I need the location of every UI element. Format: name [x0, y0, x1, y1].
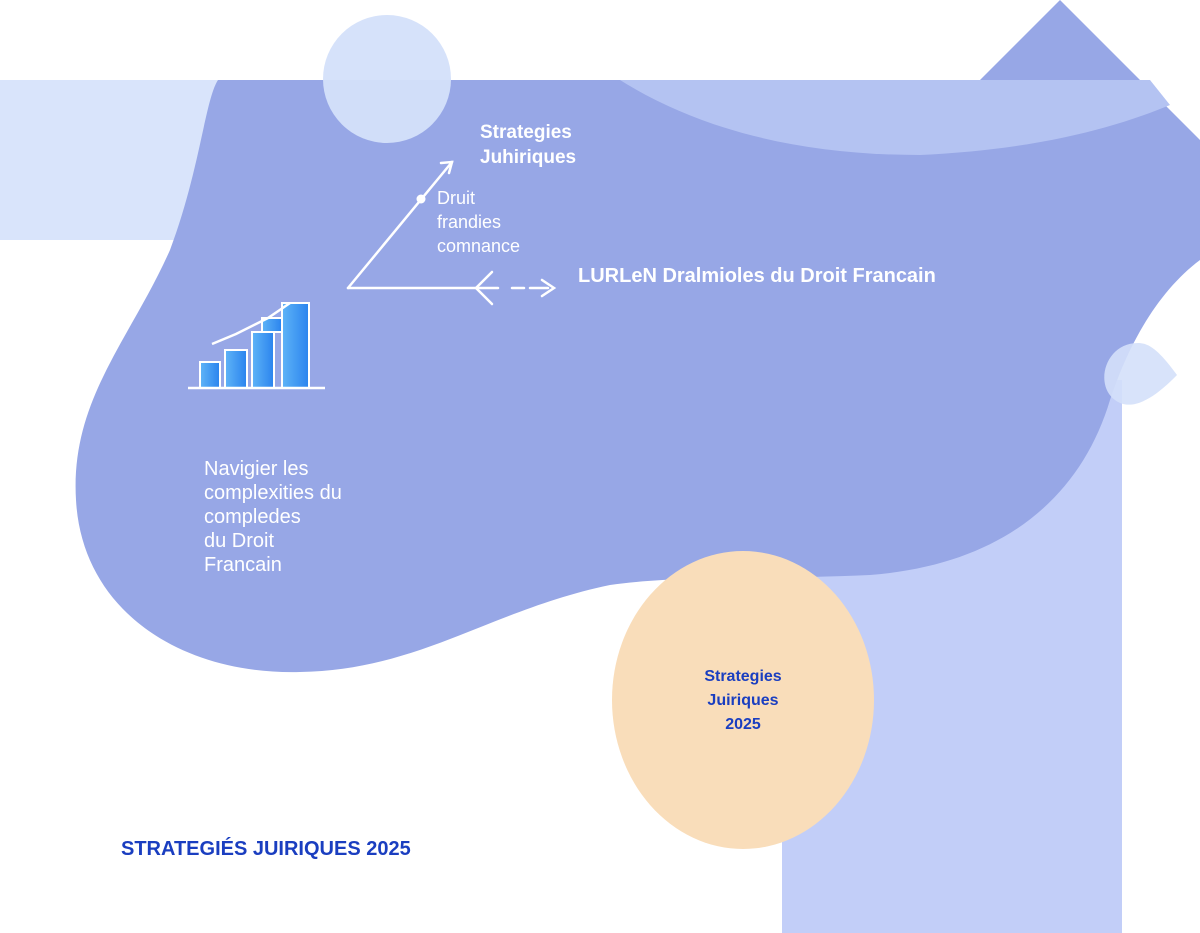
label-strategies-top: Strategies Juhiriques [480, 122, 577, 168]
label-left-body: Navigier les complexities du compledes d… [204, 458, 342, 576]
arrow-diagonal-icon [346, 160, 454, 290]
blob-top-wave [620, 80, 1170, 155]
main-blob [75, 0, 1200, 673]
label-droit-middle: Druit frandies comnance [437, 188, 521, 256]
label-right-heading: LURLeN Dralmioles du Droit Francain [578, 265, 936, 287]
teardrop-shape [1104, 343, 1177, 405]
footer-title: STRATEGIÉS JUIRIQUES 2025 [121, 838, 411, 860]
peach-circle [612, 551, 874, 849]
label-circle: Strategies Juiriques 2025 [704, 668, 782, 733]
bar-chart-icon [188, 301, 325, 390]
arrow-right-icon [346, 270, 557, 306]
light-circle [323, 15, 451, 143]
